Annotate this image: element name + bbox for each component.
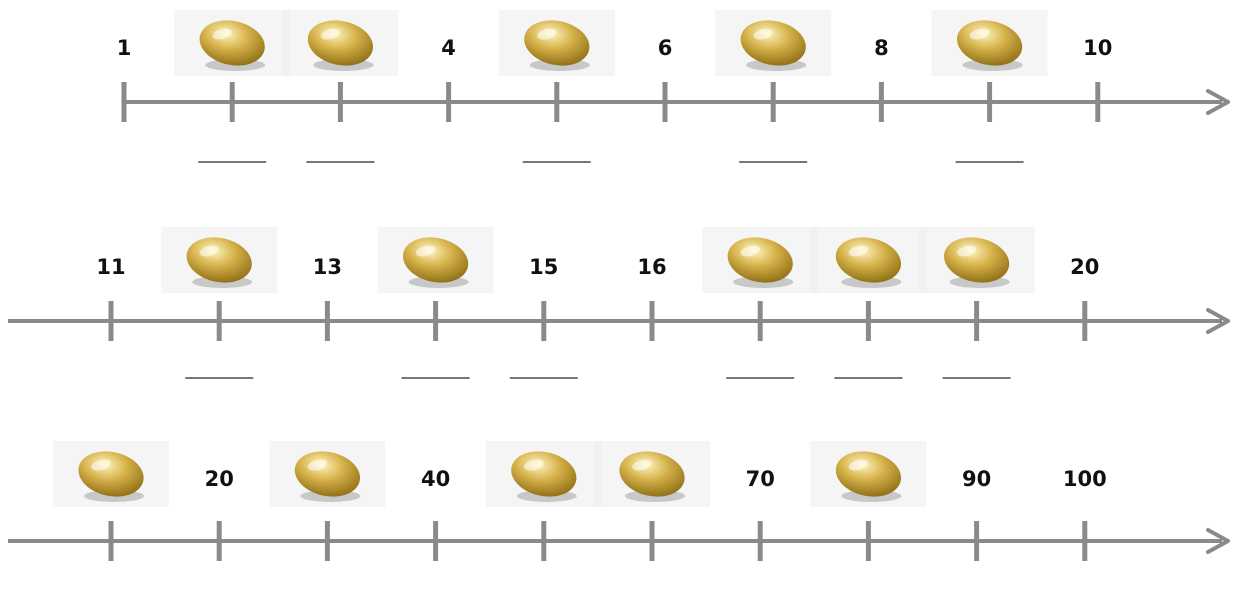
tick-label: 70 [746,467,775,491]
tick-label: 4 [441,36,456,60]
golden-egg-icon [594,441,710,507]
golden-egg-icon [174,10,290,76]
tick-label: 13 [313,255,342,279]
tick-label: 11 [96,255,125,279]
golden-egg-icon [486,441,602,507]
golden-egg-icon [715,10,831,76]
golden-egg-icon [702,227,818,293]
golden-egg-icon [499,10,615,76]
tick-label: 20 [1070,255,1099,279]
golden-egg-icon [53,441,169,507]
golden-egg-icon [378,227,494,293]
tick-label: 6 [658,36,673,60]
tick-label: 20 [205,467,234,491]
tick-label: 15 [529,255,558,279]
tick-label: 16 [637,255,666,279]
golden-egg-icon [810,227,926,293]
golden-egg-icon [810,441,926,507]
tick-label: 100 [1063,467,1107,491]
golden-egg-icon [161,227,277,293]
tick-label: 90 [962,467,991,491]
number-line-row-2: 11 13 15 16 20 [8,227,1228,378]
tick-label: 40 [421,467,450,491]
tick-label: 8 [874,36,889,60]
tick-label: 10 [1083,36,1112,60]
golden-egg-icon [919,227,1035,293]
golden-egg-icon [282,10,398,76]
golden-egg-icon [269,441,385,507]
tick-label: 1 [117,36,132,60]
number-line-row-1: 1 4 6 8 10 [117,10,1228,162]
number-line-row-3: 20 40 70 90 100 [8,441,1228,561]
golden-egg-icon [932,10,1048,76]
